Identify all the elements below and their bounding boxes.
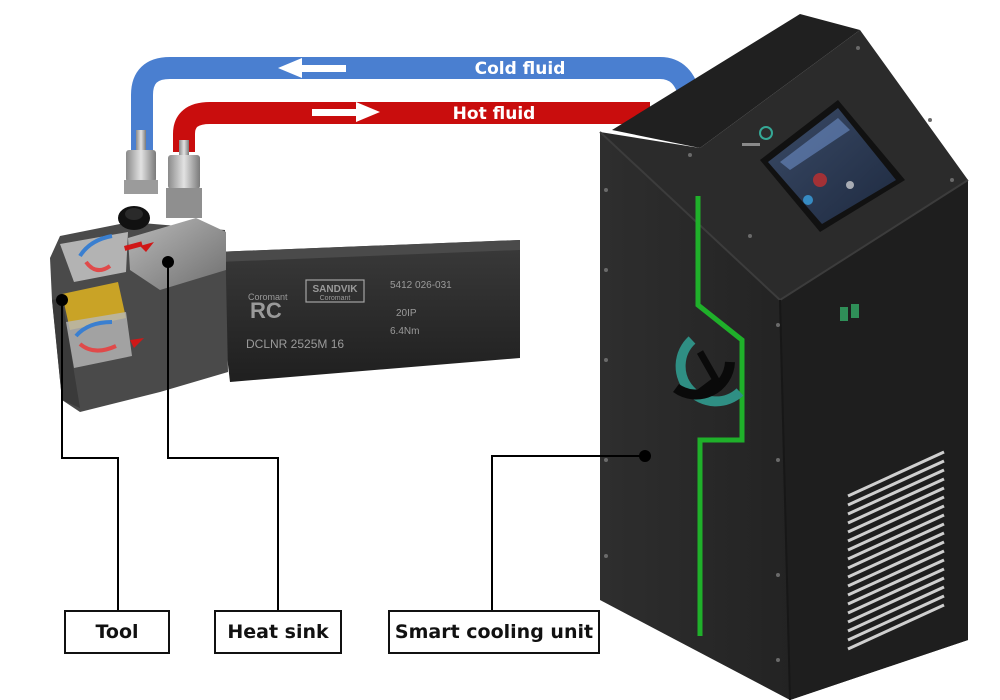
cold-fluid-pipe: Cold fluid <box>131 57 701 150</box>
marking-part-no: 5412 026-031 <box>390 280 452 291</box>
vent-slat <box>847 531 945 579</box>
vent-slat <box>847 522 945 570</box>
tool-label: Tool <box>95 621 139 643</box>
cold-fluid-arrow-icon <box>278 58 346 78</box>
heat-sink-label-box: Heat sink <box>214 610 342 654</box>
marking-rc: RC <box>250 298 282 323</box>
marking-torque: 6.4Nm <box>390 326 419 337</box>
callout-lines <box>61 262 645 610</box>
vent-slat <box>847 477 945 525</box>
brand-logo-icon <box>742 126 773 146</box>
cabinet-screws <box>604 46 954 662</box>
vent-grille <box>847 450 945 651</box>
touch-screen[interactable] <box>760 100 905 232</box>
hot-fluid-pipe: Hot fluid <box>173 102 650 152</box>
heat-sink-label: Heat sink <box>227 621 329 643</box>
flow-arrows <box>74 234 154 353</box>
tool-label-box: Tool <box>64 610 170 654</box>
sandvik-badge: SANDVIK Coromant <box>305 279 365 303</box>
vent-slat <box>847 549 945 597</box>
status-lights <box>840 304 859 321</box>
marking-torx: 20IP <box>396 308 417 319</box>
vent-slat <box>847 603 945 651</box>
vent-slat <box>847 486 945 534</box>
cold-fluid-label: Cold fluid <box>475 59 566 79</box>
vent-slat <box>847 540 945 588</box>
marking-coromant: Coromant <box>320 295 351 302</box>
cabinet-front <box>600 132 790 700</box>
vent-slat <box>847 567 945 615</box>
cold-fluid-fitting <box>124 130 158 194</box>
clamp-screw <box>118 206 150 230</box>
vent-slat <box>847 585 945 633</box>
company-logo-icon <box>673 336 744 407</box>
vent-slat <box>847 576 945 624</box>
marking-brand-small: Coromant <box>248 292 288 302</box>
green-accent-stripe <box>695 196 745 636</box>
vent-slat <box>847 468 945 516</box>
smart-cooling-unit <box>599 14 969 700</box>
smart-cooling-unit-label: Smart cooling unit <box>394 621 594 643</box>
smart-cooling-unit-leader-line <box>491 455 645 610</box>
heat-sink-leader-line <box>167 262 279 610</box>
vent-slat <box>847 495 945 543</box>
hot-fluid-arrow-icon <box>312 102 380 122</box>
smart-cooling-unit-label-box: Smart cooling unit <box>388 610 600 654</box>
vent-slat <box>847 513 945 561</box>
vent-slat <box>847 594 945 642</box>
marking-sandvik: SANDVIK <box>312 284 358 295</box>
marking-model: DCLNR 2525M 16 <box>246 337 344 351</box>
heat-sink-block <box>128 218 226 290</box>
tool-shank <box>215 240 520 382</box>
vent-slat <box>847 504 945 552</box>
vent-slat <box>847 459 945 507</box>
tool-leader-line <box>61 300 119 610</box>
vent-slat <box>847 558 945 606</box>
hot-fluid-label: Hot fluid <box>453 104 536 124</box>
tool-holder: Coromant RC SANDVIK Coromant DCLNR 2525M… <box>50 130 520 412</box>
hot-fluid-fitting <box>166 140 202 218</box>
vent-slat <box>847 450 945 498</box>
